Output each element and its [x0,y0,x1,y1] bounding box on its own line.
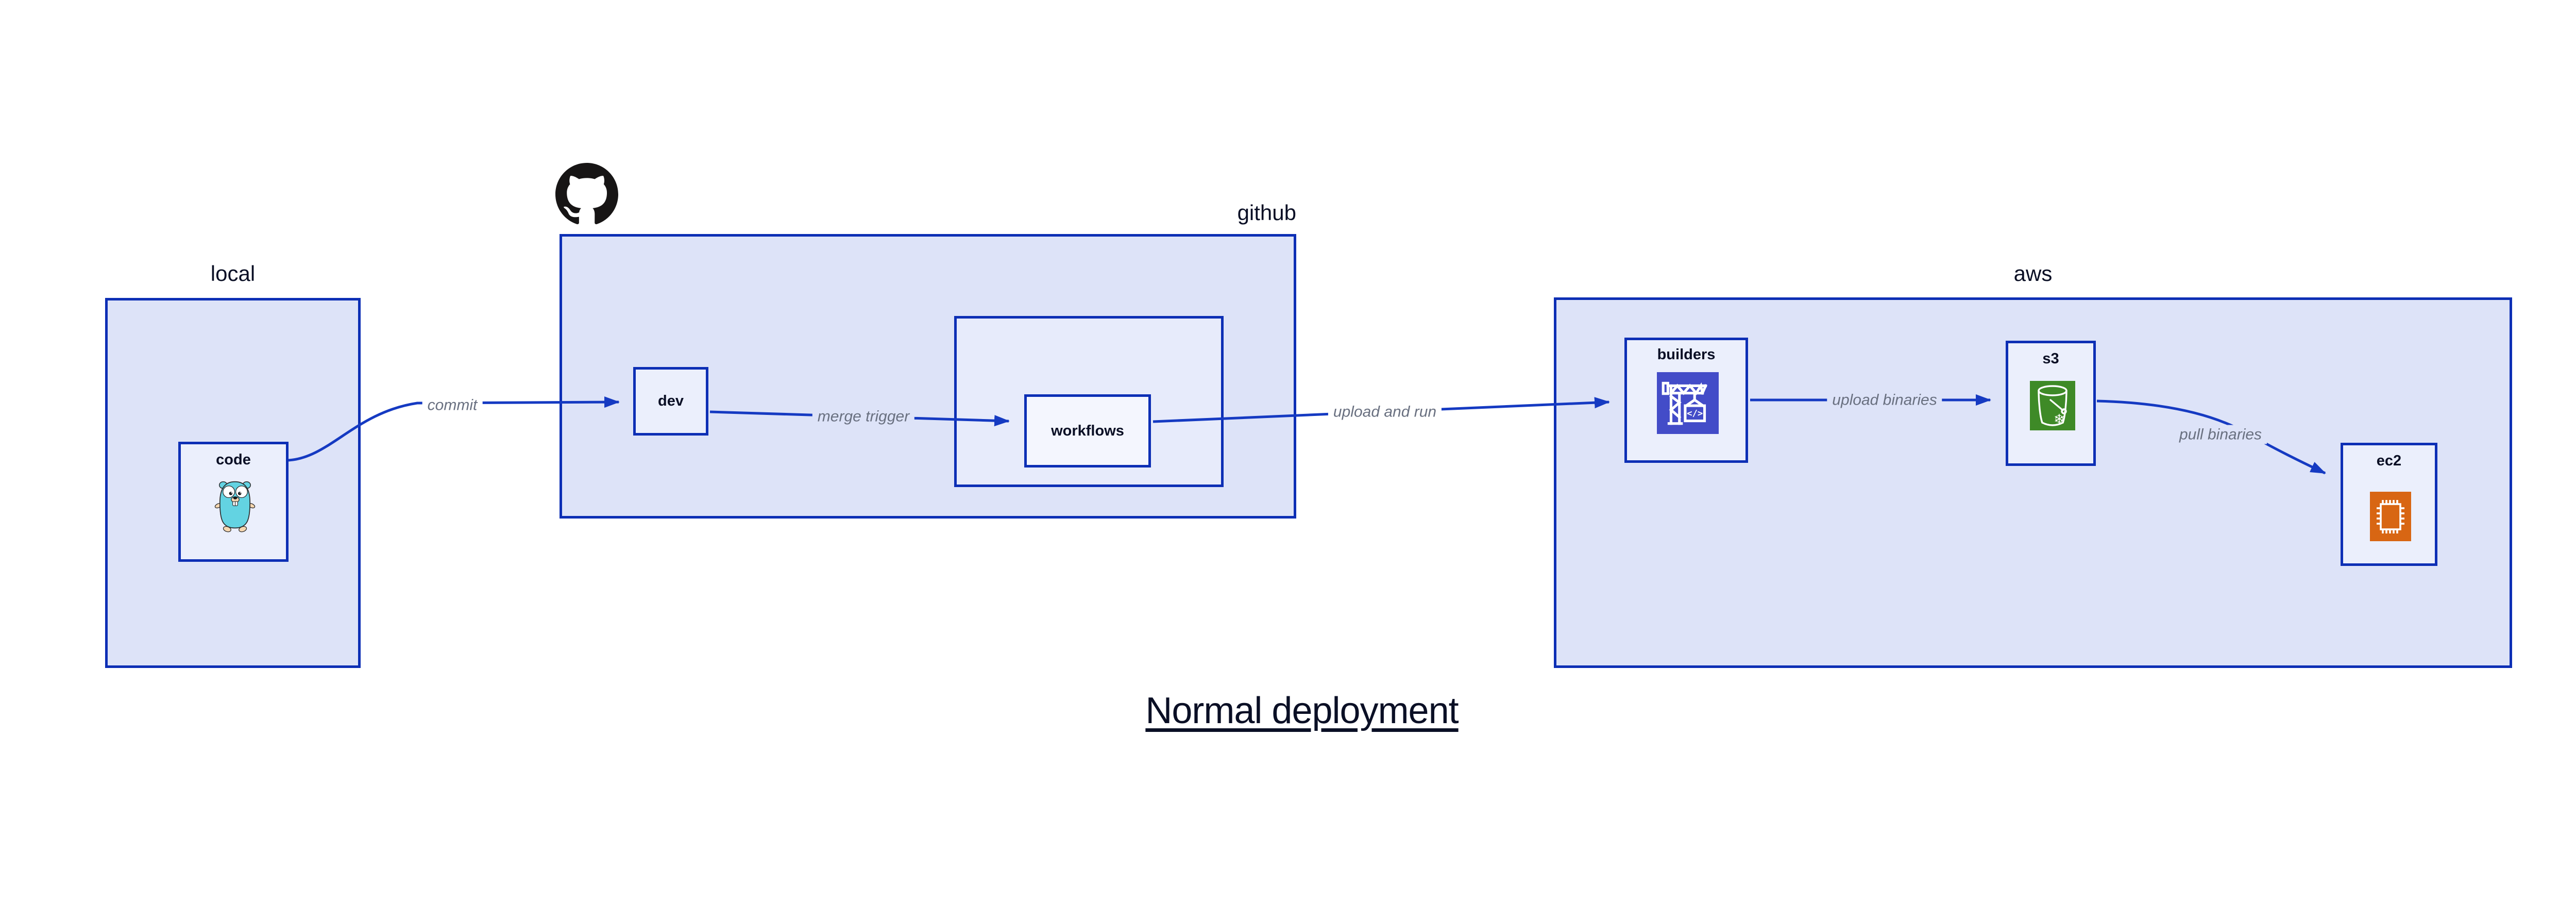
diagram-title-text: Normal deployment [1145,690,1459,731]
diagram-title: Normal deployment [0,690,2576,732]
edge-label-merge-trigger: merge trigger [812,407,915,426]
dev-node-label: dev [658,393,684,409]
local-container-label: local [210,261,256,286]
edge-label-pull-binaries: pull binaries [2174,425,2267,444]
codebuild-crane-icon: </> [1657,372,1719,434]
s3-node-label: s3 [2042,350,2059,367]
ec2-node: ec2 [2341,443,2437,566]
aws-container-label: aws [2013,261,2053,286]
edge-label-commit: commit [422,395,483,415]
builders-node: builders </> [1624,338,1748,463]
builders-node-label: builders [1657,346,1716,363]
s3-node: s3 ❄ [2006,341,2096,466]
go-gopher-icon [214,481,256,532]
code-node-label: code [216,452,251,468]
svg-text:</>: </> [1687,408,1703,419]
workflows-node: workflows [1024,394,1151,467]
svg-text:❄: ❄ [2054,412,2065,427]
ec2-chip-icon [2370,492,2411,541]
dev-node: dev [633,367,708,436]
github-logo-icon [555,163,618,224]
github-container-label: github [1237,201,1296,225]
code-node: code [178,442,289,562]
edge-label-upload-binaries: upload binaries [1827,390,1942,410]
workflows-node-label: workflows [1051,422,1124,439]
ec2-node-label: ec2 [2376,453,2402,469]
s3-bucket-icon: ❄ [2030,381,2075,430]
edge-label-upload-and-run: upload and run [1328,402,1442,422]
